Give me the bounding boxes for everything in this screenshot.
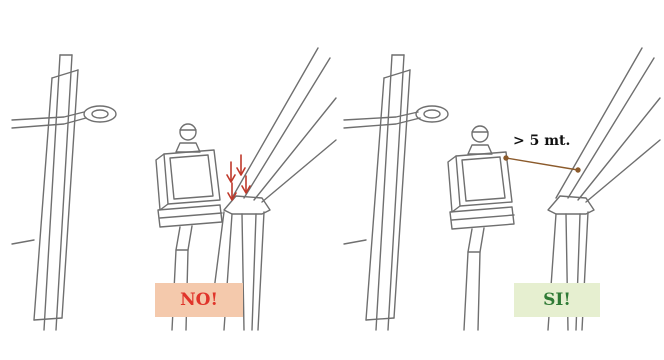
no-label: NO! xyxy=(155,283,243,317)
street-lamp-left xyxy=(12,55,116,330)
distance-label: > 5 mt. xyxy=(513,133,570,149)
distance-indicator xyxy=(504,156,580,172)
scene-si xyxy=(344,48,660,330)
si-label: SI! xyxy=(514,283,600,317)
street-lamp-right xyxy=(344,55,448,330)
danger-arrows xyxy=(227,155,250,200)
